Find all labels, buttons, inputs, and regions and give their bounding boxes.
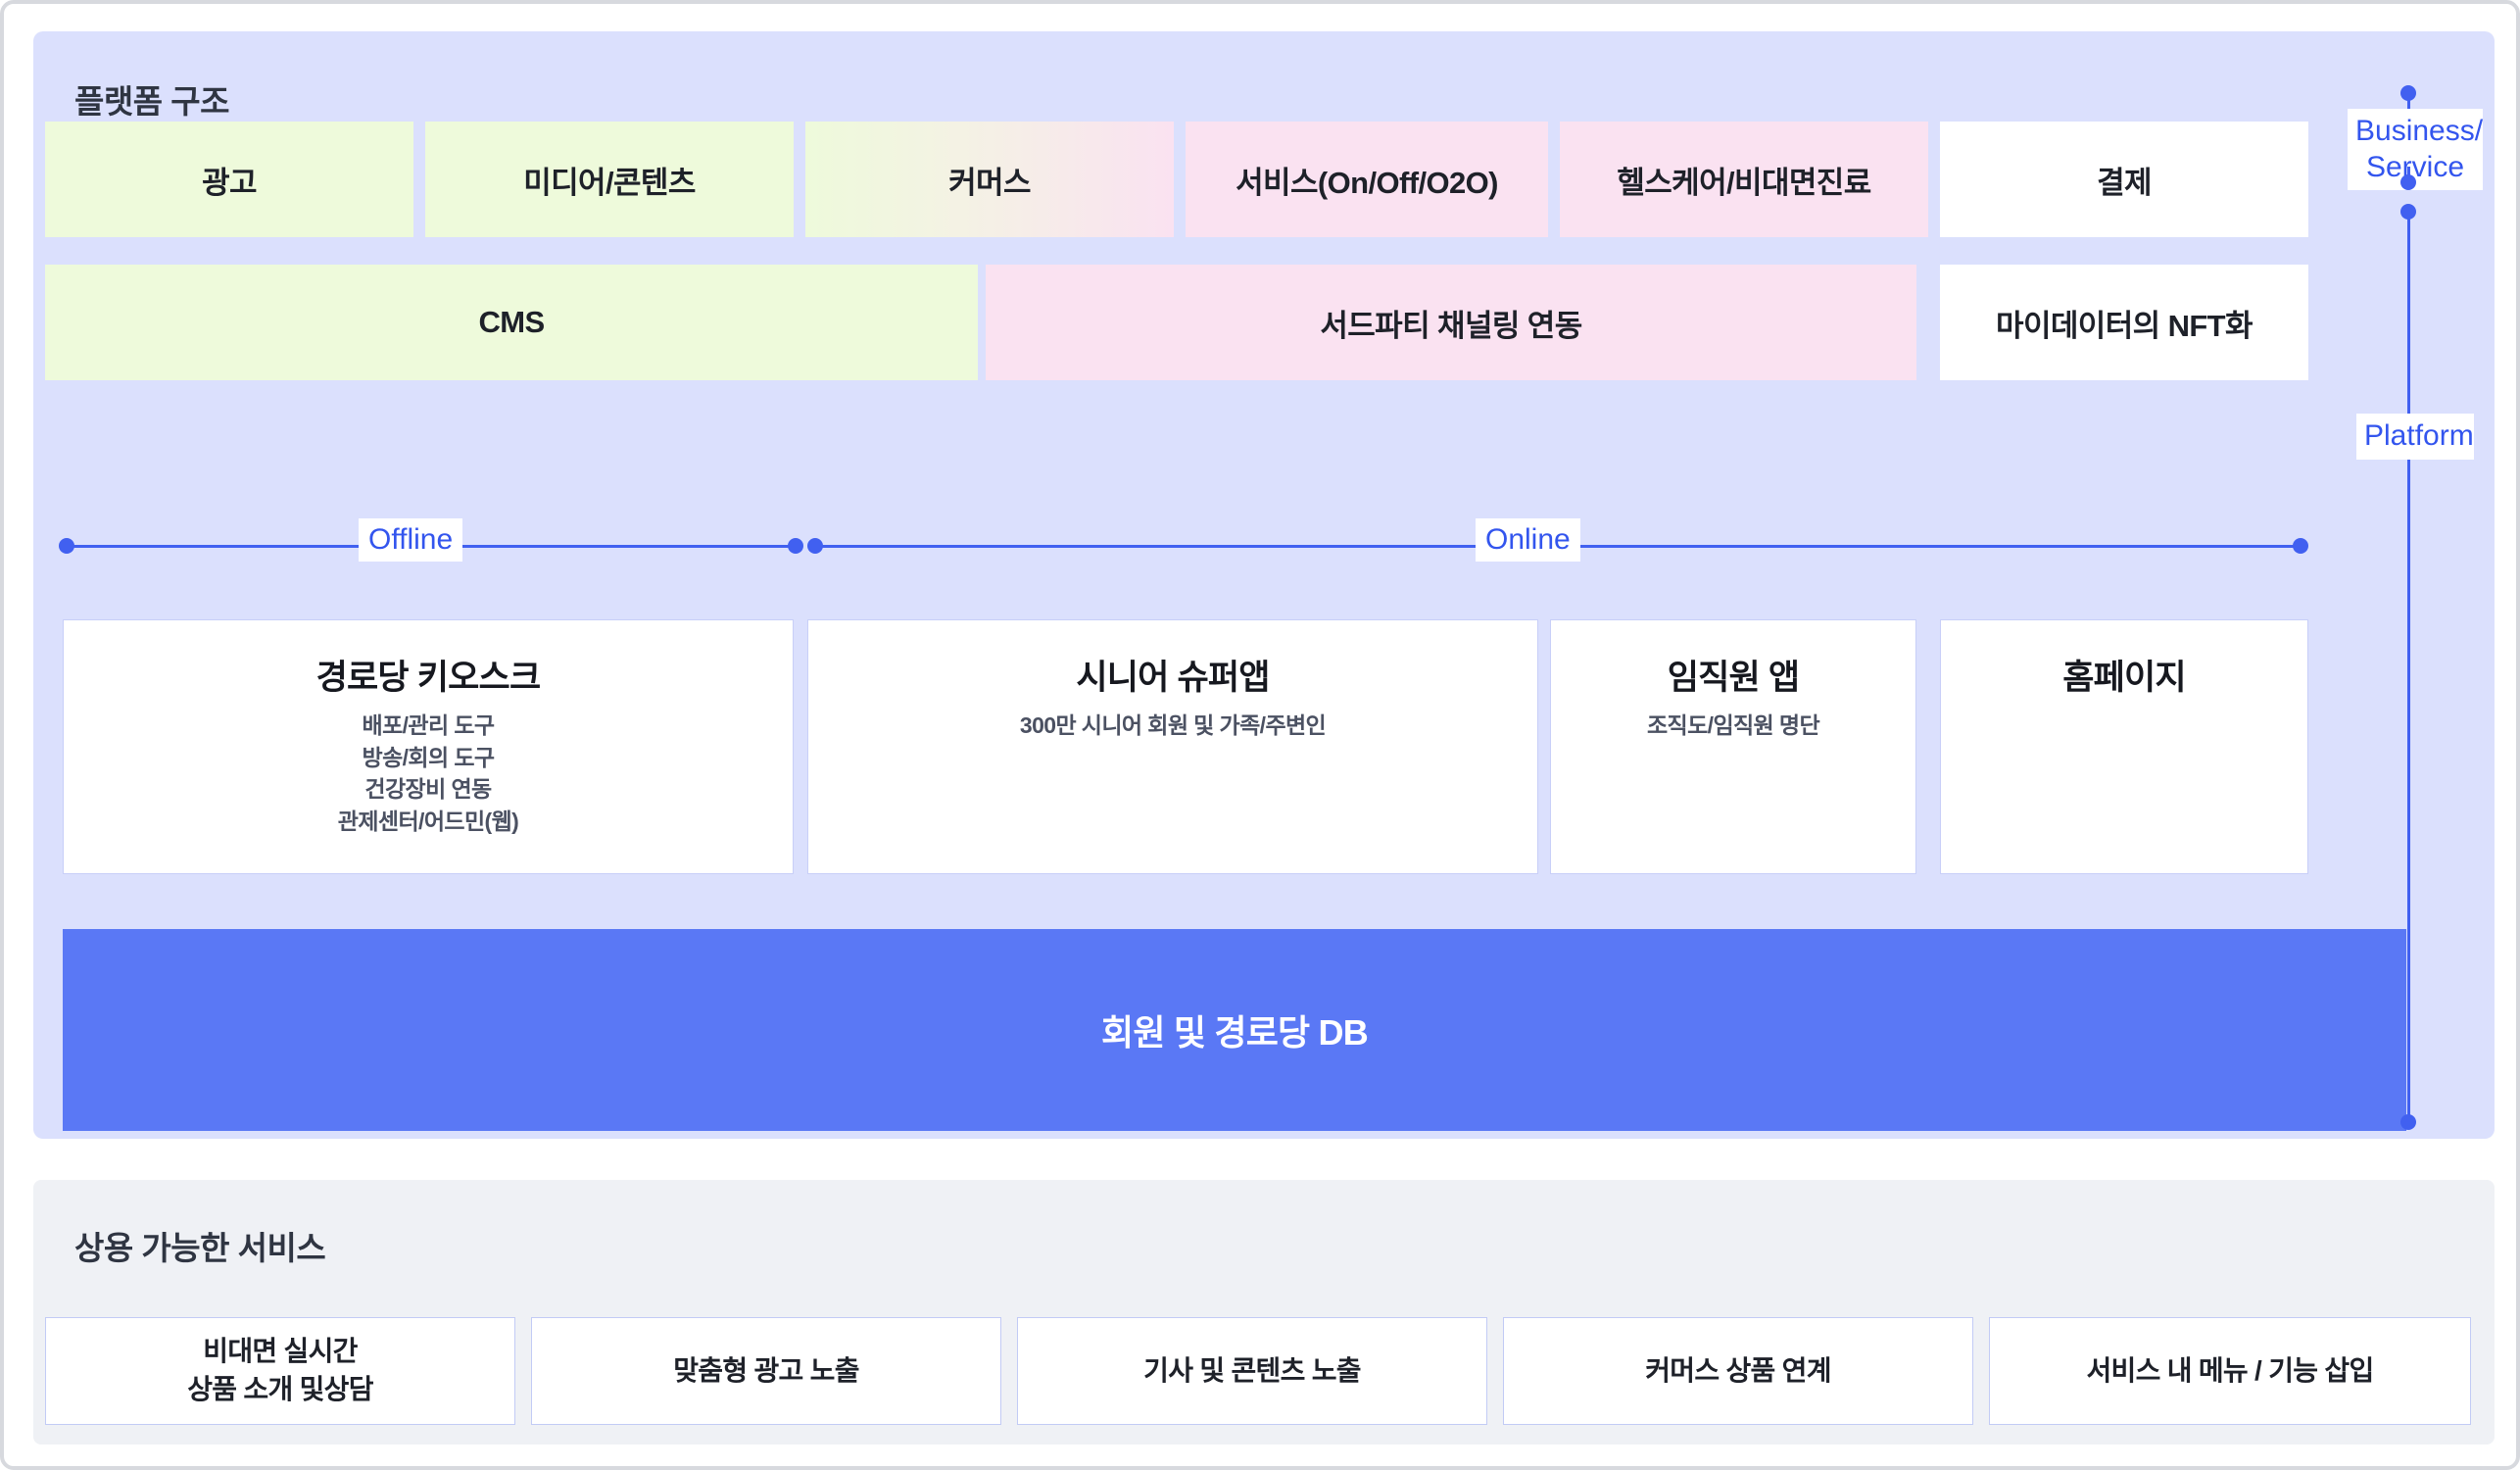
online-line-end-dot (2293, 538, 2308, 554)
service-cell-commerce-link[interactable]: 커머스 상품 연계 (1503, 1317, 1973, 1425)
channel-cell-third-party[interactable]: 서드파티 채널링 연동 (986, 265, 1916, 380)
database-bar-label: 회원 및 경로당 DB (1101, 1012, 1369, 1053)
service-cell-line1: 커머스 상품 연계 (1645, 1354, 1831, 1386)
service-cell-line1: 기사 및 콘텐츠 노출 (1143, 1354, 1361, 1386)
service-cell-line1: 서비스 내 메뉴 / 기능 삽입 (2086, 1354, 2374, 1386)
business-line-bottom-dot (2400, 174, 2416, 190)
platform-card-kiosk[interactable]: 경로당 키오스크 배포/관리 도구 방송/회의 도구 건강장비 연동 관제센터/… (63, 619, 794, 874)
business-cell-label: 서비스(On/Off/O2O) (1236, 165, 1498, 200)
business-cell-media-content[interactable]: 미디어/콘텐츠 (425, 122, 794, 237)
platform-card-detail: 300만 시니어 회원 및 가족/주변인 (1019, 712, 1327, 738)
business-line-upper (2407, 93, 2410, 117)
service-cell-line1: 비대면 실시간 (203, 1336, 358, 1367)
business-cell-label: 헬스케어/비대면진료 (1617, 165, 1871, 200)
business-cell-advertising[interactable]: 광고 (45, 122, 413, 237)
platform-card-detail: 방송/회의 도구 (362, 744, 496, 770)
platform-card-detail: 관제센터/어드민(웹) (337, 808, 519, 834)
business-cell-commerce[interactable]: 커머스 (805, 122, 1174, 237)
service-cell-realtime-product[interactable]: 비대면 실시간 상품 소개 및상담 (45, 1317, 515, 1425)
platform-card-title: 시니어 슈퍼앱 (1076, 659, 1270, 697)
channel-cell-cms[interactable]: CMS (45, 265, 978, 380)
platform-card-detail: 배포/관리 도구 (362, 712, 496, 738)
business-cell-healthcare[interactable]: 헬스케어/비대면진료 (1560, 122, 1928, 237)
platform-line (2407, 212, 2410, 1121)
platform-card-detail: 조직도/임직원 명단 (1646, 712, 1820, 738)
channel-cell-label: 마이데이터의 NFT화 (1996, 308, 2253, 343)
business-service-label: Business/ Service (2348, 109, 2484, 191)
commercial-services-panel: 상용 가능한 서비스 비대면 실시간 상품 소개 및상담 맞춤형 광고 노출 기… (33, 1180, 2495, 1445)
platform-label: Platform (2356, 414, 2474, 460)
offline-label: Offline (359, 518, 463, 562)
commercial-section-title: 상용 가능한 서비스 (74, 1230, 326, 1266)
platform-card-senior-superapp[interactable]: 시니어 슈퍼앱 300만 시니어 회원 및 가족/주변인 (807, 619, 1538, 874)
business-service-label-line2: Service (2365, 150, 2465, 183)
platform-structure-panel: 플랫폼 구조 광고 미디어/콘텐츠 커머스 서비스(On/Off/O2O) 헬스… (33, 31, 2495, 1139)
business-cell-label: 광고 (202, 165, 257, 200)
service-cell-article-content[interactable]: 기사 및 콘텐츠 노출 (1017, 1317, 1487, 1425)
business-cell-label: 미디어/콘텐츠 (523, 165, 696, 200)
platform-card-title: 경로당 키오스크 (315, 659, 542, 697)
business-cell-label: 커머스 (948, 165, 1031, 200)
service-cell-targeted-ads[interactable]: 맞춤형 광고 노출 (531, 1317, 1001, 1425)
business-cell-service-o2o[interactable]: 서비스(On/Off/O2O) (1186, 122, 1548, 237)
platform-line-bottom-dot (2400, 1114, 2416, 1130)
business-cell-label: 결제 (2097, 165, 2152, 200)
online-label: Online (1476, 518, 1580, 562)
channel-cell-label: CMS (478, 305, 545, 339)
platform-card-detail: 건강장비 연동 (364, 776, 492, 803)
platform-card-homepage[interactable]: 홈페이지 (1940, 619, 2308, 874)
database-bar[interactable]: 회원 및 경로당 DB (63, 929, 2406, 1131)
business-service-label-line1: Business/ (2355, 115, 2484, 147)
channel-cell-mydata-nft[interactable]: 마이데이터의 NFT화 (1940, 265, 2308, 380)
service-cell-line1: 맞춤형 광고 노출 (673, 1354, 859, 1386)
platform-card-title: 홈페이지 (2062, 659, 2186, 697)
offline-line-end-dot (788, 538, 803, 554)
platform-card-title: 임직원 앱 (1667, 659, 1800, 697)
service-cell-line2: 상품 소개 및상담 (187, 1374, 373, 1404)
channel-cell-label: 서드파티 채널링 연동 (1320, 308, 1582, 343)
business-cell-payment[interactable]: 결제 (1940, 122, 2308, 237)
platform-card-employee-app[interactable]: 임직원 앱 조직도/임직원 명단 (1550, 619, 1916, 874)
service-cell-menu-insert[interactable]: 서비스 내 메뉴 / 기능 삽입 (1989, 1317, 2471, 1425)
platform-section-title: 플랫폼 구조 (74, 83, 229, 120)
